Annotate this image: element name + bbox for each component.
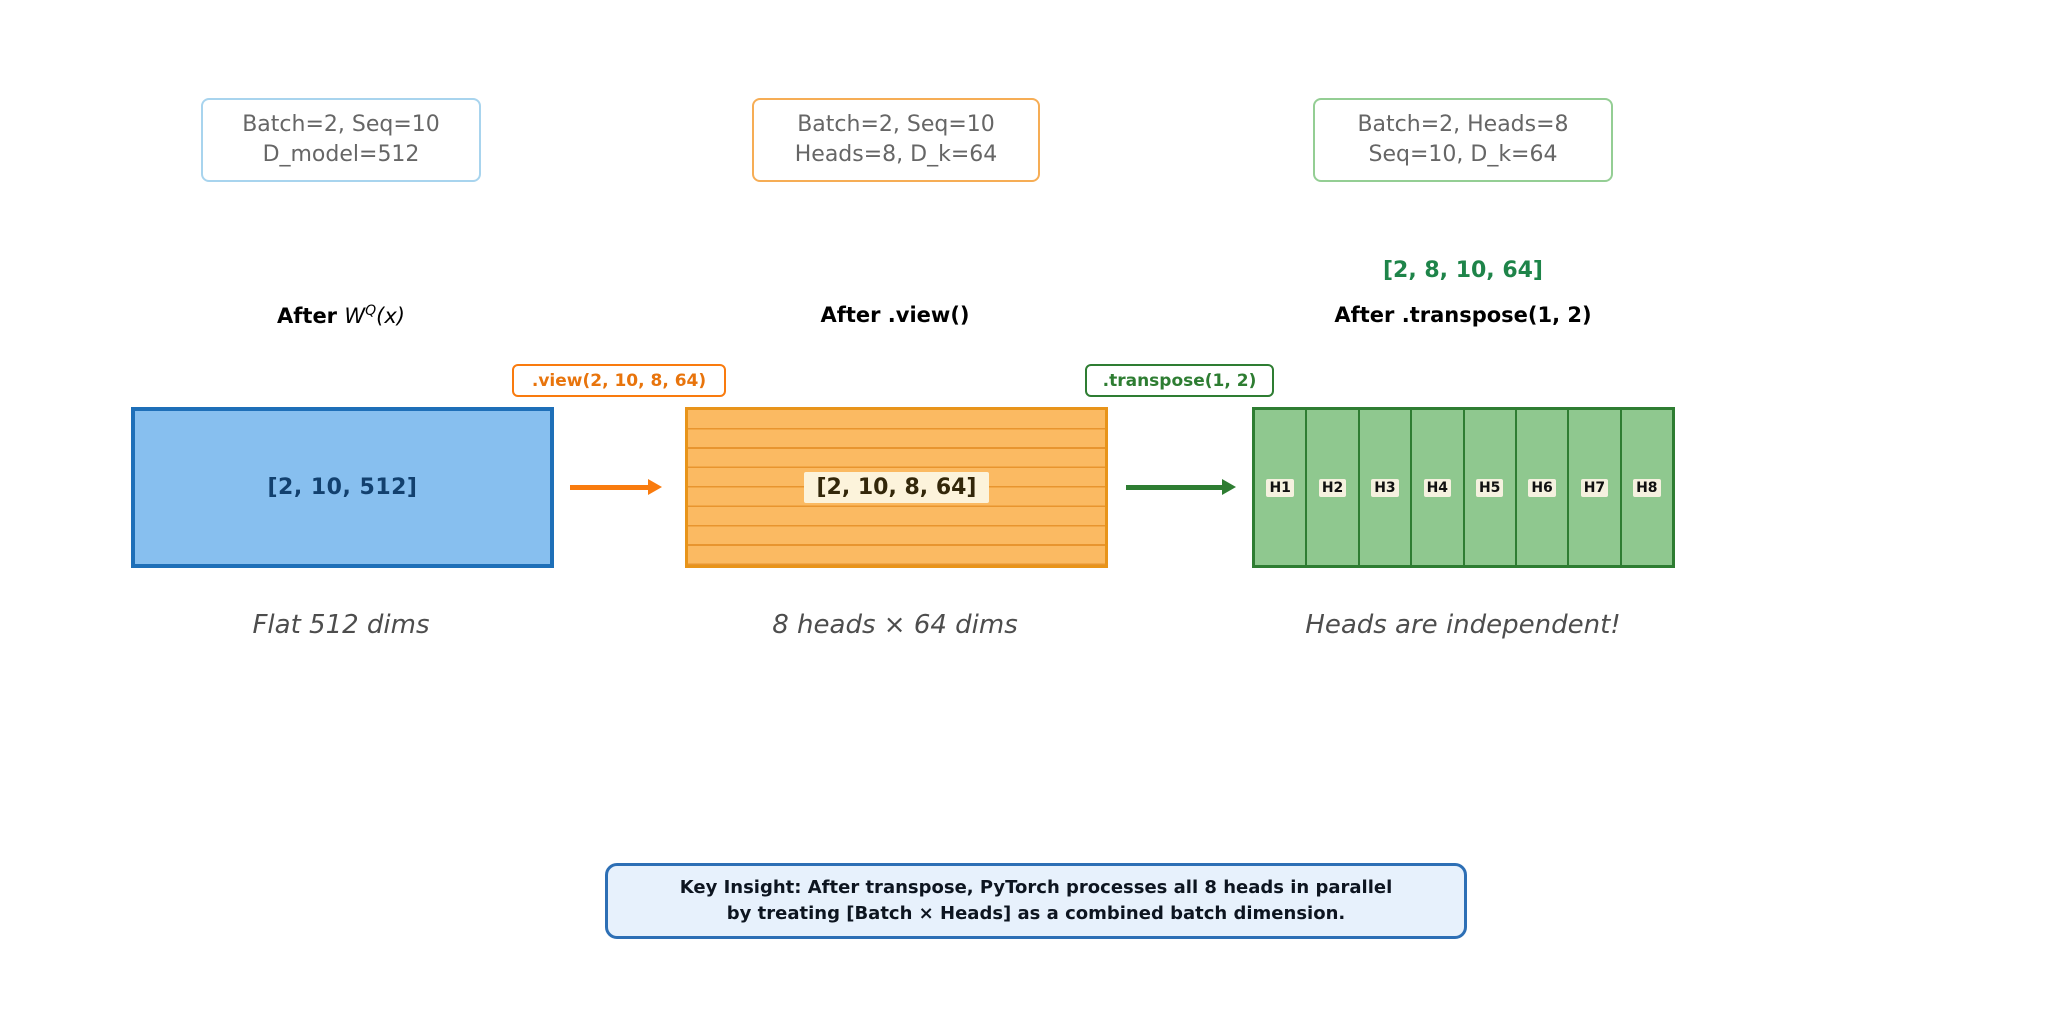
shape-info-box-original: Batch=2, Seq=10 D_model=512 bbox=[201, 98, 481, 182]
viewed-tensor-block: [2, 10, 8, 64] bbox=[685, 407, 1108, 568]
math-superscript-q: Q bbox=[365, 303, 377, 319]
head-cell-5: H5 bbox=[1465, 410, 1517, 565]
math-args: (x) bbox=[376, 304, 405, 328]
caption-heads-dims: 8 heads × 64 dims bbox=[772, 610, 1018, 640]
head-label-6: H6 bbox=[1528, 478, 1556, 497]
transposed-tensor-block: H1 H2 H3 H4 H5 H6 H7 H8 bbox=[1252, 407, 1675, 568]
head-label-2: H2 bbox=[1318, 478, 1347, 497]
title-prefix: After bbox=[277, 304, 345, 328]
transpose-arrow bbox=[1126, 479, 1236, 495]
head-cell-7: H7 bbox=[1569, 410, 1622, 565]
head-cell-2: H2 bbox=[1307, 410, 1360, 565]
head-cell-4: H4 bbox=[1412, 410, 1465, 565]
key-insight-box: Key Insight: After transpose, PyTorch pr… bbox=[605, 863, 1467, 939]
head-label-1: H1 bbox=[1266, 478, 1294, 497]
head-label-8: H8 bbox=[1633, 478, 1661, 497]
head-label-5: H5 bbox=[1475, 478, 1504, 497]
head-label-3: H3 bbox=[1371, 478, 1399, 497]
transpose-method-label: .transpose(1, 2) bbox=[1085, 364, 1274, 397]
view-method-label: .view(2, 10, 8, 64) bbox=[512, 364, 726, 397]
transposed-shape-label: [2, 8, 10, 64] bbox=[1382, 258, 1543, 283]
info-line-1: Batch=2, Heads=8 bbox=[1357, 112, 1569, 138]
key-insight-line-1: Key Insight: After transpose, PyTorch pr… bbox=[679, 876, 1393, 898]
key-insight-line-2: by treating [Batch × Heads] as a combine… bbox=[726, 903, 1346, 924]
math-symbol-w: W bbox=[344, 304, 366, 328]
info-line-2: D_model=512 bbox=[262, 142, 420, 167]
view-arrow bbox=[570, 479, 662, 495]
head-label-4: H4 bbox=[1423, 478, 1452, 497]
info-line-2: Heads=8, D_k=64 bbox=[794, 142, 998, 167]
shape-info-box-viewed: Batch=2, Seq=10 Heads=8, D_k=64 bbox=[752, 98, 1040, 182]
head-cell-1: H1 bbox=[1255, 410, 1308, 565]
shape-info-box-transposed: Batch=2, Heads=8 Seq=10, D_k=64 bbox=[1313, 98, 1613, 182]
head-cell-6: H6 bbox=[1517, 410, 1570, 565]
head-cell-3: H3 bbox=[1360, 410, 1413, 565]
stage-title-after-transpose: After .transpose(1, 2) bbox=[1334, 303, 1592, 327]
head-label-7: H7 bbox=[1580, 478, 1609, 497]
stage-title-after-wq: After WQ(x) bbox=[121, 303, 561, 328]
viewed-tensor-shape-label: [2, 10, 8, 64] bbox=[804, 472, 989, 503]
info-line-1: Batch=2, Seq=10 bbox=[242, 112, 440, 138]
info-line-2: Seq=10, D_k=64 bbox=[1368, 142, 1558, 167]
caption-flat-dims: Flat 512 dims bbox=[252, 610, 430, 640]
stage-title-after-view: After .view() bbox=[820, 303, 970, 327]
flat-tensor-block: [2, 10, 512] bbox=[131, 407, 554, 568]
info-line-1: Batch=2, Seq=10 bbox=[797, 112, 995, 138]
caption-heads-independent: Heads are independent! bbox=[1305, 610, 1621, 640]
flat-tensor-shape-label: [2, 10, 512] bbox=[267, 475, 418, 500]
head-cell-8: H8 bbox=[1622, 410, 1672, 565]
